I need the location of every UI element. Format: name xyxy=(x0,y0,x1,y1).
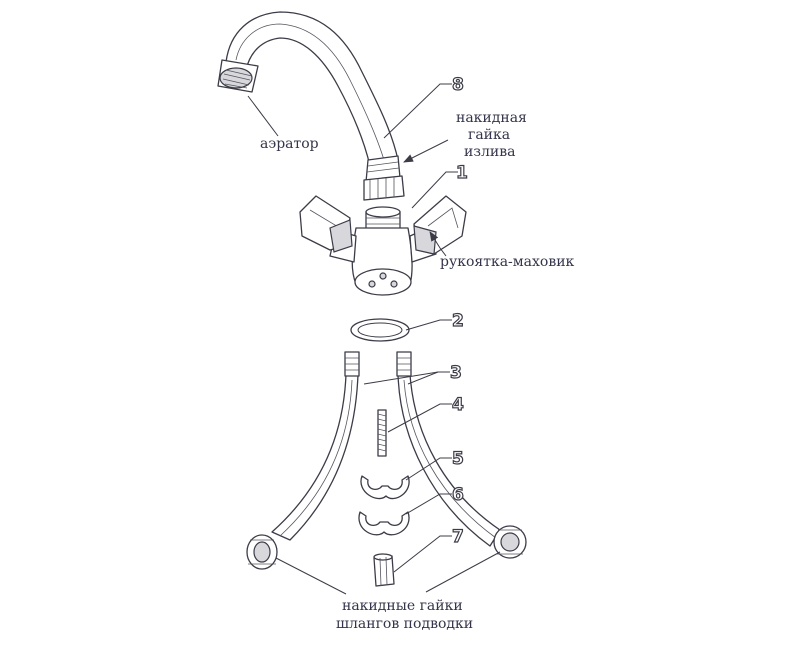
gasket-ring xyxy=(350,318,410,342)
label-hose-nuts-line1: накидные гайки xyxy=(342,598,463,614)
part-number-5: 5 xyxy=(452,449,464,469)
fixing-nut xyxy=(373,553,395,587)
label-handle: рукоятка-маховик xyxy=(440,254,575,270)
label-spout-nut-line1: накидная xyxy=(456,110,527,126)
part-number-3: 3 xyxy=(450,363,462,383)
half-washer-upper xyxy=(360,475,410,500)
flexible-hoses xyxy=(246,351,527,570)
part-number-8: 8 xyxy=(452,75,464,95)
part-number-7: 7 xyxy=(452,527,464,547)
left-handle xyxy=(299,195,353,253)
aerator xyxy=(217,59,259,93)
right-handle xyxy=(413,195,467,255)
threaded-stud xyxy=(377,409,387,457)
label-spout-nut-line2: гайка xyxy=(468,127,510,143)
part-number-2: 2 xyxy=(452,311,464,331)
label-hose-nuts-line2: шлангов подводки xyxy=(336,616,473,632)
leader-lines xyxy=(247,83,501,595)
part-number-4: 4 xyxy=(452,395,464,415)
label-aerator: аэратор xyxy=(260,136,319,152)
part-number-1: 1 xyxy=(456,163,468,183)
part-number-6: 6 xyxy=(452,485,464,505)
spout xyxy=(225,11,405,201)
half-washer-lower xyxy=(358,511,410,536)
label-spout-nut-line3: излива xyxy=(464,144,515,160)
